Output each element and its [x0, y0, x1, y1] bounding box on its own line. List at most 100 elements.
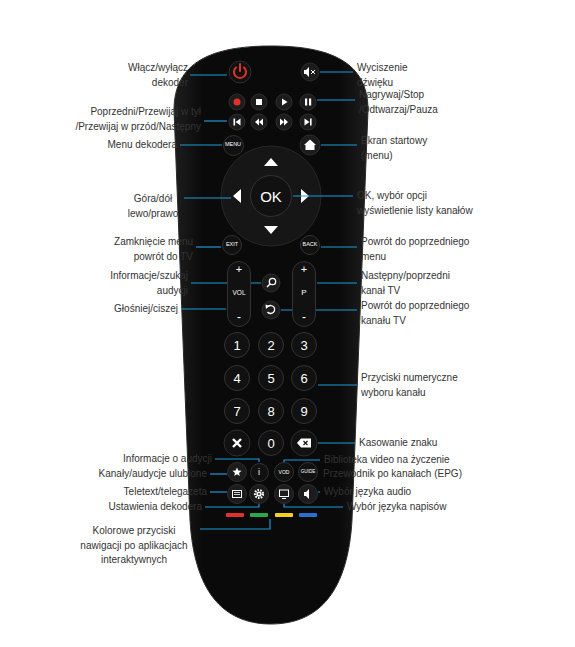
clear-button [233, 439, 241, 447]
function-icons [258, 493, 260, 495]
leader-lines [196, 246, 221, 247]
callout-label: Kanały/audycje ulubione [57, 467, 207, 482]
button-shape [259, 431, 284, 456]
function-buttons [250, 485, 269, 504]
remote-button: 0 [258, 430, 284, 456]
leader-lines [293, 195, 353, 196]
remote-button: 5 [258, 365, 284, 391]
power-button [229, 61, 251, 83]
button-shape [292, 366, 317, 391]
leader-lines [317, 282, 357, 283]
button-text: + [236, 264, 242, 275]
transport-icons [234, 119, 236, 126]
button-shape [292, 399, 317, 424]
callout-label: Głośniej/ciszej [78, 302, 178, 317]
remote-body [174, 46, 368, 624]
button-text: MENU [225, 142, 241, 148]
mute-button [301, 63, 319, 81]
button-text: + [301, 264, 307, 275]
button-shape [225, 333, 250, 358]
function-icons [280, 490, 289, 497]
button-text: - [237, 311, 241, 323]
transport-buttons [229, 94, 316, 130]
backspace-button [297, 439, 311, 448]
button-text: 6 [300, 372, 307, 385]
remote-button: i [250, 463, 269, 482]
leader-lines [318, 384, 357, 385]
backspace-button [291, 430, 317, 456]
leader-lines [321, 144, 357, 145]
transport-icons [236, 119, 241, 126]
callout-label: Wyciszenie dźwięku [357, 61, 429, 90]
callout-label: Zamknięcie menu powrót do TV [101, 235, 193, 264]
transport-icons [234, 99, 241, 106]
remote-button: BACK [300, 235, 320, 255]
return-button [266, 305, 270, 310]
function-icons [233, 468, 310, 500]
button-shape [259, 333, 284, 358]
button-shape [301, 236, 320, 255]
button-shape [223, 135, 243, 155]
function-icons [255, 490, 263, 498]
callout-label: Ustawienia dekodera [72, 500, 202, 515]
remote-button: VOD [274, 462, 294, 482]
transport-icons [305, 99, 307, 106]
function-buttons [228, 463, 318, 504]
leader-lines [284, 460, 320, 462]
button-shape [259, 366, 284, 391]
button-text: OK [260, 189, 282, 204]
function-buttons [228, 485, 247, 504]
button-shape [293, 262, 316, 327]
callout-label: Kolorowe przyciski nawigacji po aplikacj… [71, 524, 197, 568]
rocker-button: +P- [292, 261, 316, 327]
button-text: GUIDE [301, 470, 316, 475]
color-buttons [226, 513, 244, 517]
callout-label: OK, wybór opcji wyświetlenie listy kanał… [357, 189, 485, 218]
mute-button [304, 67, 309, 77]
callout-label: Nagrywaj/Stop /Odtwarzaj/Pauza [359, 88, 455, 117]
transport-buttons [229, 114, 245, 130]
button-shape [275, 463, 294, 482]
callout-label: Włącz/wyłącz dekoder [116, 61, 188, 90]
button-text: VOL [232, 290, 245, 297]
button-shape [259, 399, 284, 424]
leader-lines [190, 74, 227, 75]
transport-buttons [229, 94, 245, 110]
leader-lines [317, 99, 355, 100]
function-icons [233, 468, 242, 477]
transport-icons [309, 99, 311, 106]
button-text: 7 [233, 405, 240, 418]
leader-lines [210, 473, 227, 474]
leader-lines [215, 459, 259, 462]
callout-label: Przewodnik po kanałach (EPG) [323, 467, 523, 482]
transport-icons [280, 119, 288, 126]
button-text: i [258, 468, 260, 477]
remote-button: 9 [291, 398, 317, 424]
button-text: VOD [279, 470, 290, 475]
callout-label: Następny/poprzedni kanał TV [361, 269, 467, 298]
power-button [239, 64, 241, 71]
callout-label: Informacje o audycji [82, 452, 212, 467]
button-text: 3 [300, 339, 307, 352]
button-text: 1 [233, 339, 240, 352]
transport-buttons [300, 114, 316, 130]
search-button [267, 284, 270, 287]
search-button [269, 278, 275, 284]
button-shape [228, 262, 251, 327]
power-button [229, 61, 251, 83]
button-shape [225, 399, 250, 424]
remote-button: 2 [258, 332, 284, 358]
button-text: BACK [303, 242, 318, 248]
color-buttons [226, 513, 317, 517]
remote-button: 7 [224, 398, 250, 424]
transport-buttons [300, 94, 316, 110]
transport-buttons [251, 94, 267, 110]
function-icons [234, 493, 240, 495]
remote-button: OK [250, 175, 292, 217]
leader-lines [181, 308, 226, 309]
button-shape [251, 176, 292, 217]
home-button [304, 140, 316, 151]
callout-label: Ekran startowy (menu) [361, 134, 447, 163]
button-text: 8 [267, 405, 274, 418]
transport-buttons [276, 114, 292, 130]
